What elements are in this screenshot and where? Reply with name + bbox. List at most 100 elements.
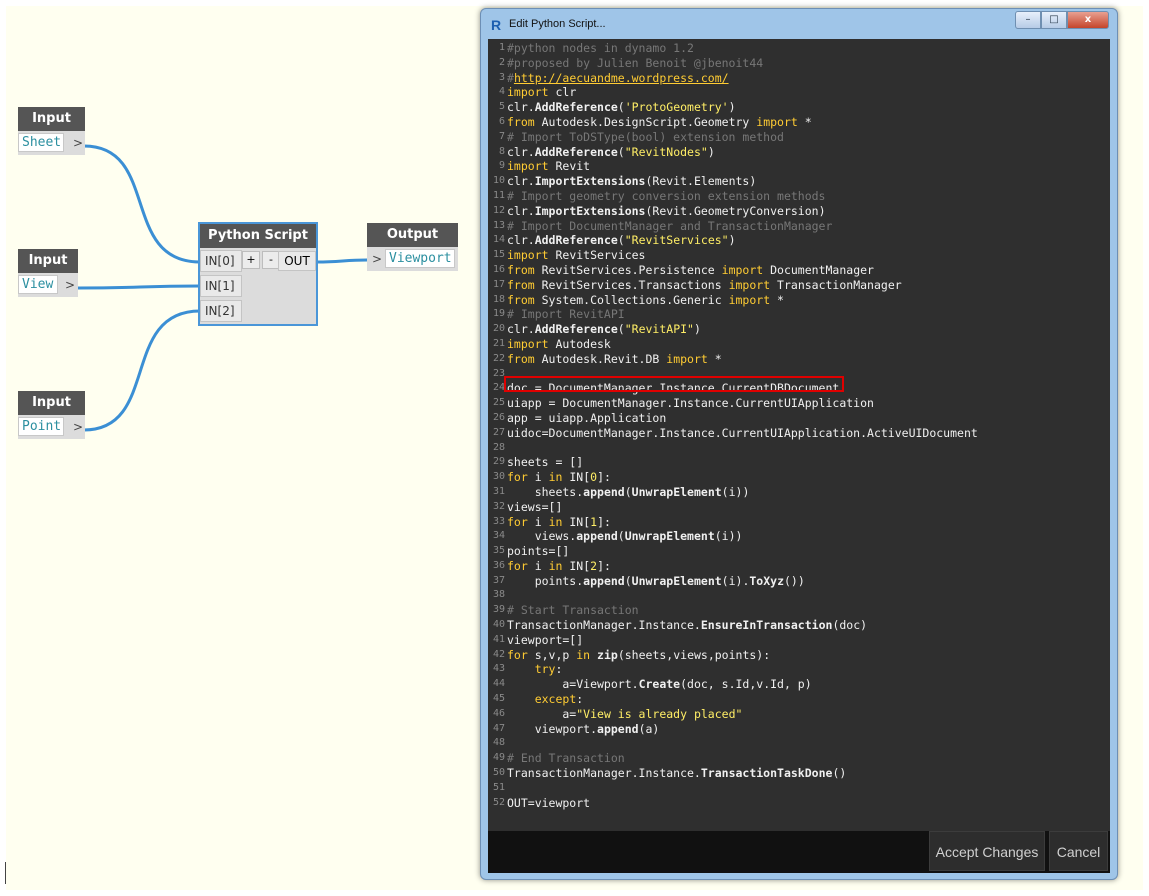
code-token: ) [728, 100, 736, 115]
python-editor-window[interactable]: R Edit Python Script... – □ x 1#python n… [480, 8, 1118, 880]
line-number: 33 [492, 515, 505, 527]
line-code: clr.AddReference('ProtoGeometry') [507, 100, 736, 115]
python-script-node[interactable]: Python Script IN[0] IN[1] IN[2] + - OUT [198, 222, 318, 326]
code-token: (a) [638, 721, 660, 736]
line-code: points=[] [507, 544, 569, 559]
code-token: append [576, 529, 618, 544]
output-port-icon[interactable]: > [73, 420, 84, 434]
line-number: 9 [498, 160, 505, 172]
accept-changes-button[interactable]: Accept Changes [929, 831, 1045, 871]
cancel-button[interactable]: Cancel [1049, 831, 1108, 871]
input-port-in2[interactable]: IN[2] [200, 300, 242, 322]
code-token: in [548, 470, 563, 485]
code-token: ]: [597, 470, 611, 485]
code-token: ImportExtensions [534, 203, 646, 218]
line-code: app = uiapp.Application [507, 411, 666, 426]
line-number: 4 [498, 86, 505, 98]
line-number: 43 [492, 663, 505, 675]
input-value-field[interactable]: Point [18, 417, 64, 436]
line-number: 47 [492, 722, 505, 734]
line-number: 8 [498, 145, 505, 157]
code-token: views=[] [507, 499, 563, 514]
input-port-icon[interactable]: > [372, 252, 383, 266]
input-node-sheet[interactable]: Input Sheet > [18, 107, 85, 155]
code-token: Autodesk [548, 336, 611, 351]
code-token: # Import RevitAPI [507, 307, 625, 322]
code-token: () [832, 766, 847, 781]
close-button[interactable]: x [1067, 11, 1109, 29]
line-code: clr.AddReference("RevitAPI") [507, 322, 701, 337]
code-token: IN[ [562, 470, 591, 485]
code-token: for [507, 514, 528, 529]
add-input-button[interactable]: + [242, 251, 260, 269]
code-token: ) [707, 144, 715, 159]
code-token: 1 [590, 514, 598, 529]
line-code: import Revit [507, 159, 590, 174]
line-code: try: [507, 662, 563, 677]
editor-action-bar: Accept Changes Cancel [488, 831, 1110, 873]
code-line: 48 [488, 736, 1110, 751]
code-token: ( [617, 233, 625, 248]
code-token: append [597, 721, 639, 736]
window-titlebar[interactable]: R Edit Python Script... – □ x [481, 9, 1117, 39]
node-header: Output [367, 223, 458, 247]
code-token: Autodesk.Revit.DB [534, 351, 667, 366]
code-token: ( [617, 322, 625, 337]
code-token: app = uiapp.Application [507, 410, 667, 425]
code-token: ToXyz [749, 573, 784, 588]
input-value-field[interactable]: Sheet [18, 133, 64, 152]
code-token: except [534, 692, 577, 707]
line-number: 15 [492, 249, 505, 261]
input-port-in1[interactable]: IN[1] [200, 275, 242, 297]
highlight-box [504, 376, 844, 392]
code-token: #proposed by Julien Benoit @jbenoit44 [507, 55, 764, 70]
maximize-button[interactable]: □ [1041, 11, 1067, 29]
code-token: append [583, 484, 625, 499]
line-code: views=[] [507, 500, 562, 515]
output-port-out[interactable]: OUT [278, 251, 316, 271]
line-number: 20 [492, 323, 505, 335]
window-title: Edit Python Script... [509, 18, 606, 30]
line-code: from Autodesk.DesignScript.Geometry impo… [507, 115, 812, 130]
code-token: clr. [507, 322, 535, 337]
code-token: # Import DocumentManager and Transaction… [507, 218, 833, 233]
line-number: 28 [492, 441, 505, 453]
input-port-in0[interactable]: IN[0] [200, 250, 242, 272]
node-header: Input [18, 107, 85, 131]
line-code: clr.AddReference("RevitNodes") [507, 145, 715, 160]
input-node-view[interactable]: Input View > [18, 249, 78, 297]
revit-icon: R [491, 17, 502, 33]
code-token: (Revit.Elements) [645, 174, 757, 189]
code-token: # Import ToDSType(bool) extension method [507, 129, 784, 144]
minimize-button[interactable]: – [1015, 11, 1041, 29]
code-line: 34 views.append(UnwrapElement(i)) [488, 529, 1110, 544]
line-number: 24 [492, 382, 505, 394]
output-port-icon[interactable]: > [73, 136, 84, 150]
input-node-point[interactable]: Input Point > [18, 391, 85, 439]
code-token [507, 662, 535, 676]
line-number: 34 [492, 530, 505, 542]
line-code: # Import DocumentManager and Transaction… [507, 219, 832, 234]
output-port-icon[interactable]: > [65, 278, 76, 292]
code-token: points=[] [507, 544, 570, 559]
output-node-viewport[interactable]: Output > Viewport [367, 223, 458, 271]
line-number: 10 [492, 175, 505, 187]
line-code: from Autodesk.Revit.DB import * [507, 352, 722, 367]
line-code: from RevitServices.Transactions import T… [507, 278, 902, 293]
output-value-field: Viewport [385, 249, 455, 268]
code-token: 'ProtoGeometry' [624, 100, 729, 115]
code-token: # Import geometry conversion extension m… [507, 188, 826, 203]
code-token: append [583, 573, 625, 588]
code-line: 39# Start Transaction [488, 603, 1110, 618]
code-token: ( [624, 573, 632, 588]
input-value-field[interactable]: View [18, 275, 58, 294]
